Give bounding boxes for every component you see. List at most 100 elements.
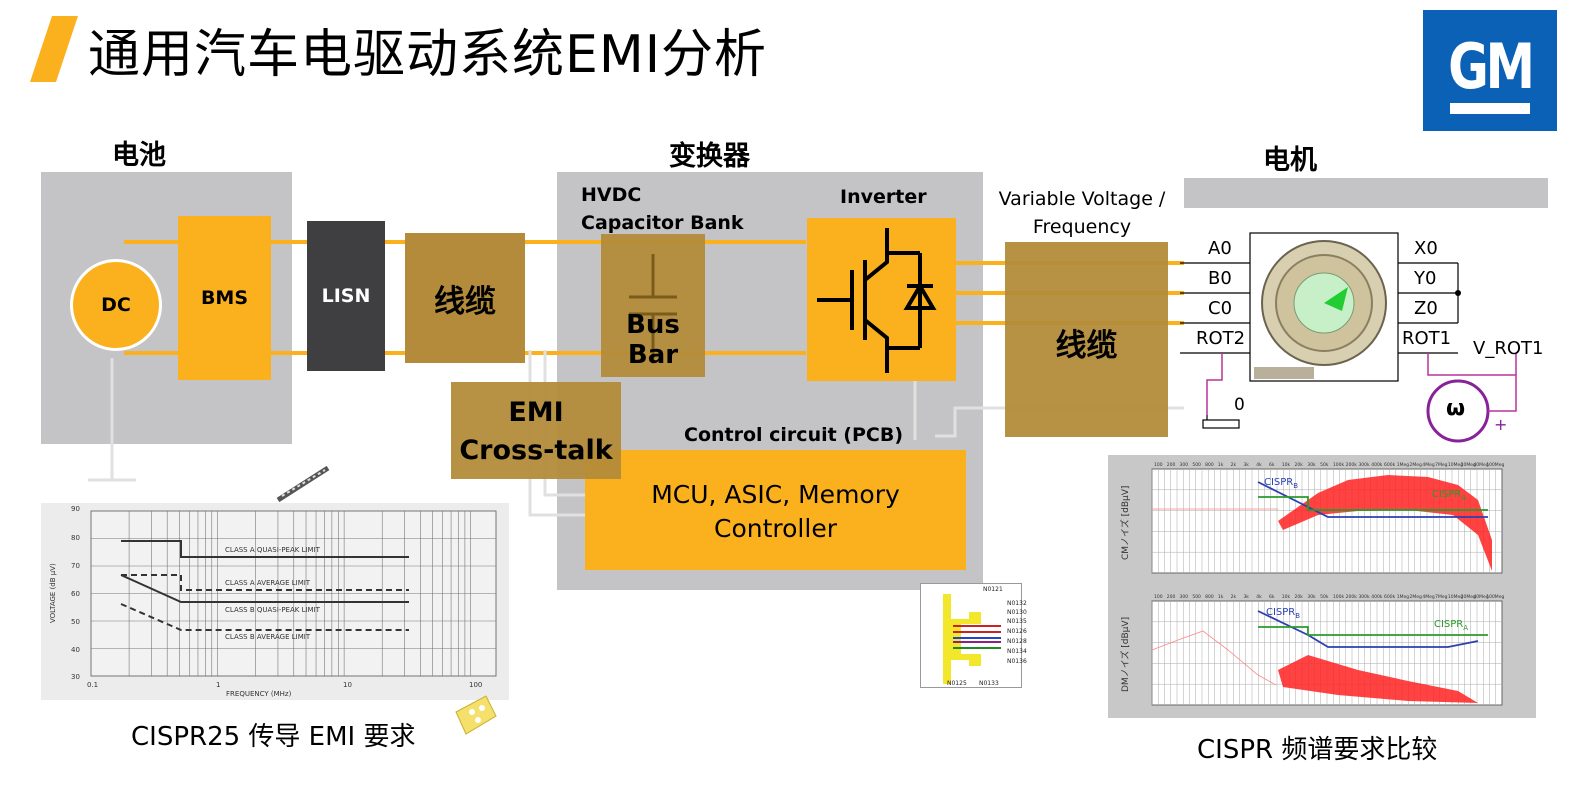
mcu-label-line1: MCU, ASIC, Memory	[651, 480, 900, 509]
freq-tick-label: 100	[1154, 594, 1163, 600]
port-x0: X0	[1414, 238, 1438, 259]
dm-noise-spectrum	[1278, 655, 1478, 703]
freq-tick-label: 30k	[1307, 594, 1316, 600]
freq-tick-label: 10Meg	[1448, 594, 1463, 600]
hvdc-label-line2: Capacitor Bank	[581, 212, 744, 234]
bms-label: BMS	[200, 287, 249, 309]
spectrum-caption: CISPR 频谱要求比较	[1197, 735, 1438, 765]
port-a0: A0	[1208, 238, 1232, 259]
cm-y-label: CMノイズ [dBμV]	[1119, 486, 1131, 560]
freq-tick-label: 600k	[1384, 462, 1396, 468]
pcb-net-label: N0130	[1007, 609, 1027, 616]
cispr-b-limit-cm	[1257, 481, 1488, 518]
y-tick-30: 30	[71, 673, 80, 681]
lisn-block: LISN	[307, 221, 385, 371]
section-converter: 变换器	[669, 141, 750, 172]
freq-tick-label: 1k	[1218, 462, 1224, 468]
control-circuit-label: Control circuit (PCB)	[684, 424, 904, 446]
cm-legend-a: CISPRA	[1432, 489, 1466, 502]
x-tick-1: 1	[216, 681, 220, 689]
cispr-a-limit-dm	[1258, 626, 1488, 636]
freq-tick-label: 40Meg	[1473, 594, 1488, 600]
x-axis-label: FREQUENCY (MHz)	[226, 690, 292, 698]
gm-logo-text: GM	[1448, 30, 1535, 103]
pcb-net-label: N0133	[979, 680, 999, 687]
freq-tick-label: 100	[1154, 462, 1163, 468]
class-a-qp-limit	[121, 540, 409, 558]
freq-tick-label: 100Meg	[1486, 462, 1504, 468]
freq-tick-label: 400k	[1371, 462, 1383, 468]
pcb-net-label: N0125	[947, 680, 967, 687]
port-c0: C0	[1208, 298, 1233, 319]
y-tick-50: 50	[71, 618, 80, 626]
cable-block-ac	[1005, 242, 1168, 437]
x-tick-100: 100	[469, 681, 482, 689]
connector-photo-icon	[455, 695, 497, 735]
freq-tick-label: 1k	[1218, 594, 1224, 600]
y-tick-40: 40	[71, 646, 80, 654]
y-axis-label: VOLTAGE (dB μV)	[49, 563, 57, 623]
dm-y-label: DMノイズ [dBμV]	[1119, 617, 1131, 692]
hvdc-label-line1: HVDC	[581, 184, 642, 206]
pcb-net-label: N0128	[1007, 638, 1027, 645]
motor-schematic	[1180, 232, 1517, 443]
section-motor: 电机	[1263, 145, 1317, 176]
freq-tick-label: 50k	[1320, 462, 1329, 468]
freq-tick-label: 3k	[1243, 462, 1249, 468]
vvf-label-line2: Frequency	[1032, 216, 1132, 238]
dm-legend-b: CISPRB	[1266, 607, 1300, 620]
y-tick-90: 90	[71, 505, 80, 513]
emi-crosstalk-block	[451, 382, 621, 479]
class-a-avg-limit	[121, 574, 409, 591]
freq-tick-label: 10k	[1282, 462, 1291, 468]
class-b-avg-text: CLASS B AVERAGE LIMIT	[225, 633, 311, 641]
source-plus: +	[1494, 415, 1508, 434]
freq-tick-label: 1Meg	[1397, 594, 1410, 600]
pcb-net-label: N0121	[983, 586, 1003, 593]
port-rot2: ROT2	[1196, 328, 1246, 349]
y-tick-70: 70	[71, 562, 80, 570]
freq-tick-label: 2k	[1231, 462, 1237, 468]
class-a-avg-text: CLASS A AVERAGE LIMIT	[225, 579, 311, 587]
slide-title: 通用汽车电驱动系统EMI分析	[88, 25, 768, 85]
pcb-net-label: N0135	[1007, 618, 1027, 625]
freq-tick-label: 200	[1167, 594, 1176, 600]
freq-tick-label: 4k	[1256, 462, 1262, 468]
freq-tick-label: 6k	[1269, 594, 1275, 600]
freq-tick-label: 4k	[1256, 594, 1262, 600]
port-rot1: ROT1	[1402, 328, 1452, 349]
cispr25-caption: CISPR25 传导 EMI 要求	[131, 722, 416, 752]
ground-label: 0	[1234, 395, 1245, 415]
freq-tick-label: 20Meg	[1461, 594, 1476, 600]
freq-tick-label: 500	[1192, 462, 1201, 468]
dm-legend-a: CISPRA	[1434, 619, 1468, 632]
freq-tick-label: 100k	[1333, 594, 1345, 600]
cable-ac-label: 线缆	[1055, 328, 1118, 364]
freq-tick-label: 50k	[1320, 594, 1329, 600]
emi-label-line1: EMI	[508, 397, 564, 428]
pcb-traces	[943, 594, 1001, 684]
dc-source: DC	[70, 259, 162, 351]
cm-noise-spectrum	[1278, 475, 1492, 571]
freq-tick-label: 300k	[1358, 462, 1370, 468]
y-tick-60: 60	[71, 590, 80, 598]
freq-tick-label: 200k	[1346, 594, 1358, 600]
section-battery: 电池	[112, 140, 166, 171]
igbt-symbol	[817, 228, 937, 373]
class-b-qp-text: CLASS B QUASI-PEAK LIMIT	[225, 606, 321, 614]
freq-tick-label: 2k	[1231, 594, 1237, 600]
pcb-net-label: N0132	[1007, 600, 1027, 607]
title-accent-slash	[30, 16, 78, 82]
port-y0: Y0	[1414, 268, 1437, 289]
freq-tick-label: 20Meg	[1461, 462, 1476, 468]
emi-label-line2: Cross-talk	[459, 435, 613, 466]
port-z0: Z0	[1414, 298, 1438, 319]
vvf-label: Variable Voltage / Frequency	[996, 185, 1168, 241]
freq-tick-label: 10k	[1282, 594, 1291, 600]
freq-tick-label: 40Meg	[1473, 462, 1488, 468]
mcu-block	[585, 450, 966, 570]
cable-dc-label: 线缆	[434, 283, 496, 320]
pcb-net-label: N0134	[1007, 648, 1027, 655]
inverter-label: Inverter	[840, 186, 927, 208]
